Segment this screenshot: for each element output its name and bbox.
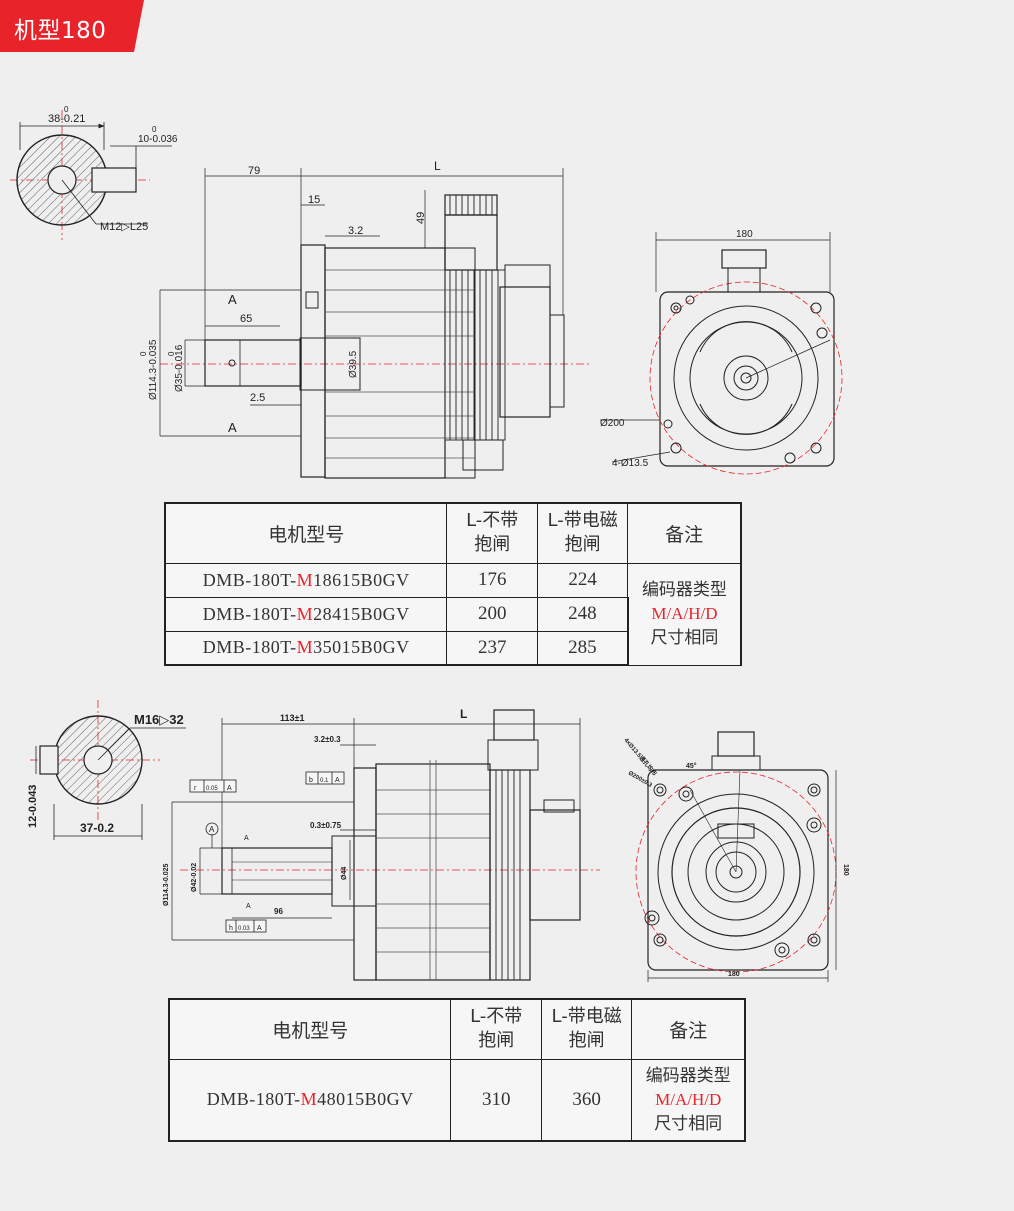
header-model: 电机型号 bbox=[164, 502, 448, 564]
dim-65: 65 bbox=[240, 313, 252, 325]
end-dim-180-h: 180 bbox=[728, 971, 740, 978]
end-dim-pcd: Ø200 bbox=[600, 418, 625, 429]
section-tag: 机型180 bbox=[0, 0, 144, 52]
drawing-1: 38-0.21 0 10-0.036 0 M12▷L25 bbox=[10, 105, 843, 479]
l-brake-cell: 224 bbox=[536, 562, 629, 598]
motor-side-view-1: 79 L 15 3.2 49 65 2.5 A A Ø114.3-0.035 0… bbox=[139, 159, 590, 479]
header-note: 备注 bbox=[631, 998, 747, 1060]
thread-dim-2: M16▷32 bbox=[134, 712, 184, 727]
dim-key-dia: Ø39.5 bbox=[348, 350, 359, 378]
tol-b-ref: A bbox=[335, 777, 340, 784]
l-brake-cell: 248 bbox=[536, 596, 629, 632]
key-width-sup: 0 bbox=[152, 125, 157, 134]
section-tag-background bbox=[0, 0, 144, 52]
dim-shaft-dia: Ø35-0.016 bbox=[174, 344, 185, 392]
shaft-cross-section-2: M16▷32 12-0.043 37-0.2 bbox=[27, 700, 186, 840]
dim-96: 96 bbox=[274, 907, 283, 916]
section-title: 机型180 bbox=[14, 18, 107, 44]
dim-flange-sup: 0 bbox=[139, 351, 148, 356]
table-row: DMB-180T-M35015B0GV 237 285 bbox=[164, 630, 741, 666]
dim-shaft-sup: 0 bbox=[167, 351, 176, 356]
tol-h-symbol: h bbox=[229, 925, 233, 932]
dim-15: 15 bbox=[308, 194, 320, 206]
motor-side-view-2: 113±1 L 3.2±0.3 0.3±0.75 96 r 0.05 A b 0… bbox=[163, 707, 600, 981]
end-dim-180: 180 bbox=[736, 229, 753, 240]
header-l-brake: L-带电磁抱闸 bbox=[536, 502, 629, 564]
header-note: 备注 bbox=[627, 502, 743, 564]
datum-a: A bbox=[209, 825, 215, 834]
key-width-dim: 10-0.036 bbox=[138, 134, 178, 145]
sec-a-top: A bbox=[244, 835, 249, 842]
model-cell: DMB-180T-M18615B0GV bbox=[164, 562, 448, 598]
section-mark-a-top: A bbox=[228, 292, 237, 307]
end-pcd-2: Ø200±0.3 bbox=[627, 771, 653, 790]
dim-L-2: L bbox=[460, 707, 467, 721]
table-row: DMB-180T-M28415B0GV 200 248 bbox=[164, 596, 741, 632]
dim-L: L bbox=[434, 159, 441, 173]
dim-0-3: 0.3±0.75 bbox=[310, 821, 342, 830]
dim-2-5: 2.5 bbox=[250, 392, 265, 404]
section-mark-a-bottom: A bbox=[228, 420, 237, 435]
l-brake-cell: 360 bbox=[540, 1058, 633, 1142]
end-hole-note: 4xØ13.5通孔均布 bbox=[622, 736, 658, 777]
dim-flange-dia: Ø114.3-0.035 bbox=[148, 339, 159, 400]
header-l-brake: L-带电磁抱闸 bbox=[540, 998, 633, 1060]
spec-table-2: 电机型号 L-不带抱闸 L-带电磁抱闸 备注 DMB-180T-M48015B0… bbox=[168, 998, 747, 1142]
end-angle: 45° bbox=[686, 762, 697, 770]
dim-3-2: 3.2 bbox=[348, 225, 363, 237]
sec-a-bottom: A bbox=[246, 903, 251, 910]
tol-r-ref: A bbox=[227, 785, 232, 792]
shaft-width-sup: 0 bbox=[64, 105, 69, 114]
model-cell: DMB-180T-M28415B0GV bbox=[164, 596, 448, 632]
model-cell: DMB-180T-M48015B0GV bbox=[168, 1058, 452, 1142]
spec-table-1: 电机型号 L-不带抱闸 L-带电磁抱闸 备注 DMB-180T-M18615B0… bbox=[164, 502, 743, 666]
width-dim-2: 37-0.2 bbox=[80, 821, 114, 835]
dim-49: 49 bbox=[415, 212, 427, 224]
tol-r-value: 0.05 bbox=[206, 786, 218, 792]
l-brake-cell: 285 bbox=[536, 630, 629, 666]
dim-shaft-dia-2: Ø42-0.02 bbox=[191, 863, 198, 892]
shaft-width-dim: 38-0.21 bbox=[48, 113, 85, 125]
l-no-brake-cell: 176 bbox=[446, 562, 538, 598]
dim-79: 79 bbox=[248, 165, 260, 177]
tol-b-symbol: b bbox=[309, 777, 313, 784]
thread-dim: M12▷L25 bbox=[100, 221, 148, 233]
dim-3-2-b: 3.2±0.3 bbox=[314, 735, 341, 744]
tol-h-ref: A bbox=[257, 925, 262, 932]
dim-44: Ø44 bbox=[341, 867, 348, 880]
key-dim-2: 12-0.043 bbox=[27, 785, 39, 828]
shaft-cross-section-1: 38-0.21 0 10-0.036 0 M12▷L25 bbox=[10, 105, 178, 240]
header-l-no-brake: L-不带抱闸 bbox=[446, 502, 538, 564]
tol-r-symbol: r bbox=[194, 785, 197, 792]
l-no-brake-cell: 200 bbox=[446, 596, 538, 632]
l-no-brake-cell: 237 bbox=[446, 630, 538, 666]
header-l-no-brake: L-不带抱闸 bbox=[450, 998, 542, 1060]
l-no-brake-cell: 310 bbox=[450, 1058, 542, 1142]
dim-flange-dia-2: Ø114.3-0.025 bbox=[163, 863, 170, 906]
tol-h-value: 0.03 bbox=[238, 926, 250, 932]
end-dim-holes: 4-Ø13.5 bbox=[612, 458, 649, 469]
motor-end-view-1: 180 Ø200 4-Ø13.5 bbox=[600, 229, 843, 475]
end-dim-180-v: 180 bbox=[842, 864, 849, 876]
model-cell: DMB-180T-M35015B0GV bbox=[164, 630, 448, 666]
dim-113: 113±1 bbox=[280, 713, 304, 723]
motor-end-view-2: 180 180 45° 4xØ13.5通孔均布 Ø200±0.3 bbox=[622, 731, 849, 982]
header-model: 电机型号 bbox=[168, 998, 452, 1060]
tol-b-value: 0.1 bbox=[320, 778, 329, 784]
